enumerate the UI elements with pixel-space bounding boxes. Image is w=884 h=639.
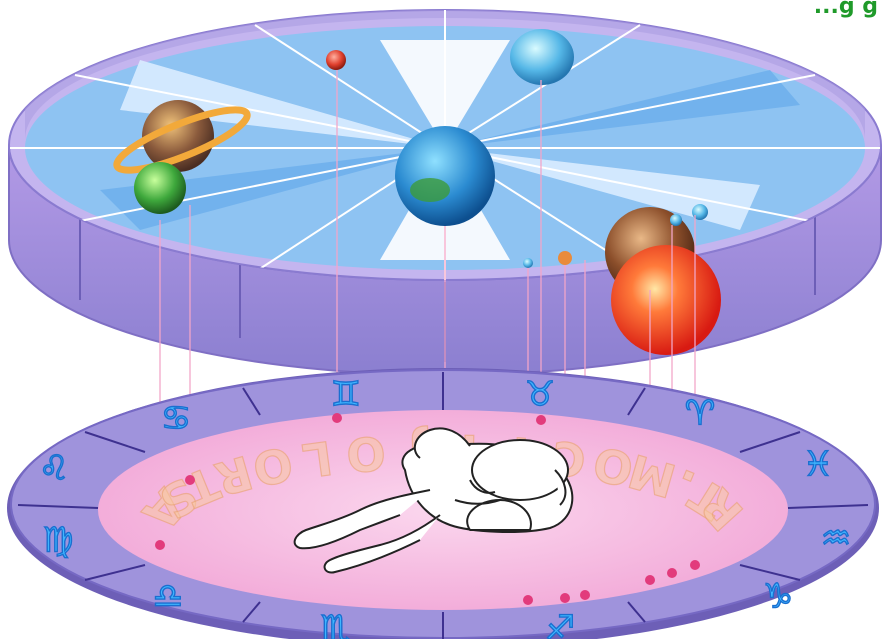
zodiac-glyph-aries: ♈ — [685, 394, 715, 434]
blue-planet — [510, 29, 574, 85]
zodiac-glyph-capricorn: ♑ — [763, 577, 793, 617]
lower-disk: ♊ ♉ ♈ ♓ ♒ ♑ ♐ ♏ ♎ ♍ ♌ ♋ ASTROLOJI.COM.TR — [7, 368, 879, 639]
tiny-blue-planet-2 — [670, 214, 682, 226]
zodiac-glyph-scorpio: ♏ — [321, 609, 351, 639]
zodiac-glyph-aquarius: ♒ — [821, 519, 851, 559]
zodiac-glyph-cancer: ♋ — [161, 399, 191, 439]
zodiac-glyph-leo: ♌ — [39, 449, 69, 489]
small-red-planet — [326, 50, 346, 70]
tiny-orange-planet — [558, 251, 572, 265]
zodiac-glyph-sagittarius: ♐ — [545, 609, 575, 639]
earth-planet — [395, 126, 495, 226]
zodiac-glyph-virgo: ♍ — [43, 521, 73, 561]
green-planet — [134, 162, 186, 214]
zodiac-glyph-gemini: ♊ — [331, 375, 361, 415]
zodiac-glyph-taurus: ♉ — [525, 375, 555, 415]
watermark-letter: O — [344, 425, 387, 482]
zodiac-glyph-pisces: ♓ — [803, 445, 833, 485]
sun — [611, 245, 721, 355]
tiny-blue-planet-3 — [523, 258, 533, 268]
zodiac-glyph-libra: ♎ — [153, 577, 183, 617]
